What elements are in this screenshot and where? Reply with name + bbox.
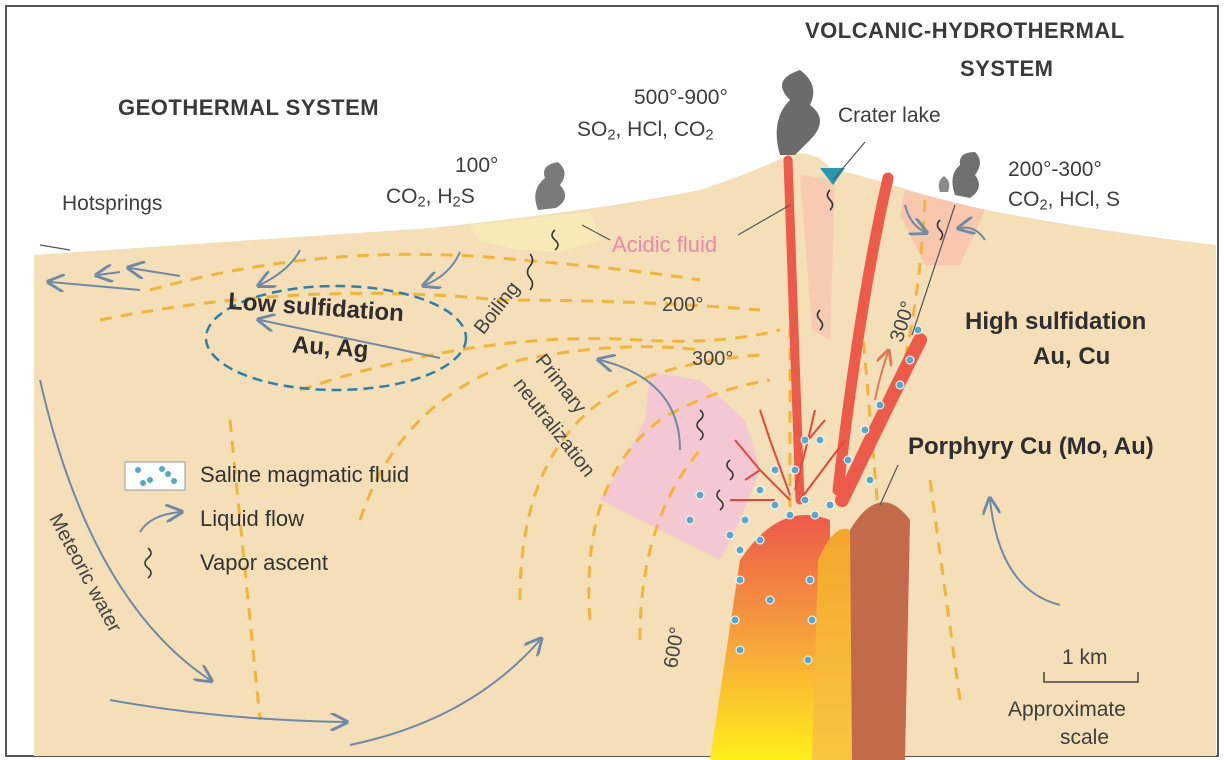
saline-fluid-dots [685,325,923,665]
intrusion-right [850,502,910,760]
fumarole-right-species: CO2, HCl, S [1008,188,1121,214]
legend-vapor-label: Vapor ascent [200,550,329,575]
hotspring-zone [470,212,600,252]
crater-lake-label: Crater lake [838,104,941,127]
high-sulfidation-metals: Au, Cu [1033,343,1111,370]
scale-caption-line1: Approximate [1008,698,1126,721]
scale-bar [1043,672,1139,683]
geothermal-system-title: GEOTHERMAL SYSTEM [118,95,380,120]
magmatic-flow-arrows [874,352,888,401]
legend-saline-dots [135,466,177,486]
low-sulfidation-ellipse [204,284,468,392]
leader-lines [39,141,956,506]
right-fumarole-plume-small [938,176,950,192]
low-sulfidation-metals: Au, Ag [291,331,370,364]
crater-gas-temperature: 500°-900° [634,86,728,109]
primary-neutralization-zone [600,372,760,560]
fumarole-left-temperature: 100° [455,154,499,177]
porphyry-label: Porphyry Cu (Mo, Au) [908,433,1154,460]
acidic-fluid-label: Acidic fluid [612,232,718,257]
fumarole-left-species: CO2, H2S [386,185,475,211]
legend-liquid-arrow [139,512,180,533]
left-fumarole-plume [535,162,566,210]
hotsprings-label: Hotsprings [62,192,163,215]
scale-caption-line2: scale [1060,726,1110,749]
legend-vapor-squiggle [144,547,152,579]
volcanic-system-title-line2: SYSTEM [960,56,1054,81]
vein-stockwork [730,409,846,501]
crater-plume [776,70,820,155]
fumarole-right-temperature: 200°-300° [1008,158,1102,181]
isotherm-200-label: 200° [662,294,704,316]
acidic-alteration-zone [800,175,835,340]
volcanic-system-title-line1: VOLCANIC-HYDROTHERMAL [805,18,1125,43]
high-sulfidation-label: High sulfidation [965,308,1147,335]
crater-gas-species: SO2, HCl, CO2 [577,118,714,144]
legend-liquid-label: Liquid flow [200,506,304,531]
isotherm-300-label: 300° [692,348,734,370]
legend-saline-swatch [124,461,186,491]
vapor-ascent-squiggles [526,189,944,511]
liquid-flow-arrows [39,204,1061,746]
legend-saline-label: Saline magmatic fluid [200,462,410,487]
right-fumarole-plume [952,152,980,198]
scale-distance-label: 1 km [1062,646,1108,669]
